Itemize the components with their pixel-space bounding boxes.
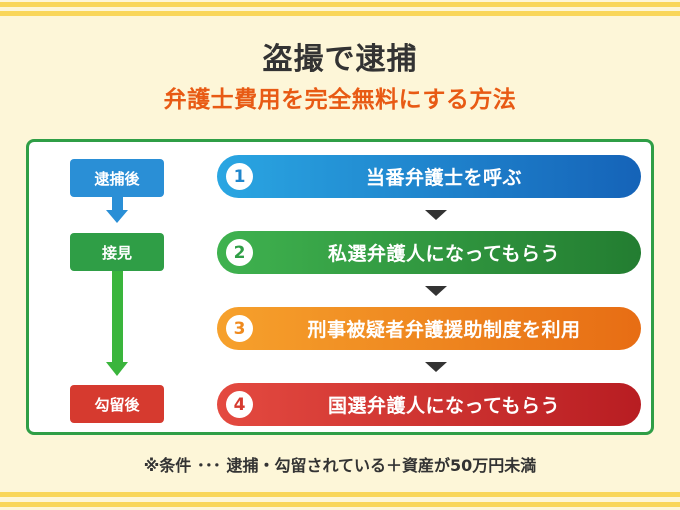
top-stripe — [0, 2, 680, 7]
bottom-stripe — [0, 502, 680, 507]
down-arrow-icon — [425, 210, 447, 220]
step-3: 3 刑事被疑者弁護援助制度を利用 — [217, 307, 641, 350]
step-number-badge: 3 — [226, 315, 253, 342]
down-arrow-icon — [425, 362, 447, 372]
phase-after-arrest: 逮捕後 — [70, 159, 164, 197]
phase-label: 接見 — [101, 243, 132, 262]
flow-line-blue — [112, 197, 123, 211]
step-text: 国選弁護人になってもらう — [327, 395, 561, 417]
flow-arrow-green — [106, 362, 128, 376]
step-number-badge: 1 — [226, 163, 253, 190]
phase-label: 勾留後 — [94, 395, 140, 414]
bottom-stripe — [0, 492, 680, 497]
phase-after-detention: 勾留後 — [70, 385, 164, 423]
step-text: 刑事被疑者弁護援助制度を利用 — [307, 319, 581, 341]
flow-panel: 逮捕後 接見 勾留後 1 当番弁護士を呼ぶ 2 私選弁護人になってもらう 3 刑… — [26, 139, 654, 435]
step-number-badge: 4 — [226, 391, 253, 418]
top-stripe — [0, 11, 680, 16]
condition-note: ※条件 ･･･ 逮捕・勾留されている＋資産が50万円未満 — [143, 456, 537, 475]
page-title: 盗撮で逮捕 — [262, 42, 418, 77]
step-2: 2 私選弁護人になってもらう — [217, 231, 641, 274]
flow-arrow-blue — [106, 210, 128, 223]
step-1: 1 当番弁護士を呼ぶ — [217, 155, 641, 198]
step-text: 私選弁護人になってもらう — [327, 243, 561, 265]
down-arrow-icon — [425, 286, 447, 296]
step-number-badge: 2 — [226, 239, 253, 266]
flow-line-green — [112, 271, 123, 363]
phase-label: 逮捕後 — [94, 169, 140, 188]
phase-interview: 接見 — [70, 233, 164, 271]
step-4: 4 国選弁護人になってもらう — [217, 383, 641, 426]
page-subtitle: 弁護士費用を完全無料にする方法 — [163, 87, 517, 113]
step-text: 当番弁護士を呼ぶ — [365, 167, 522, 189]
